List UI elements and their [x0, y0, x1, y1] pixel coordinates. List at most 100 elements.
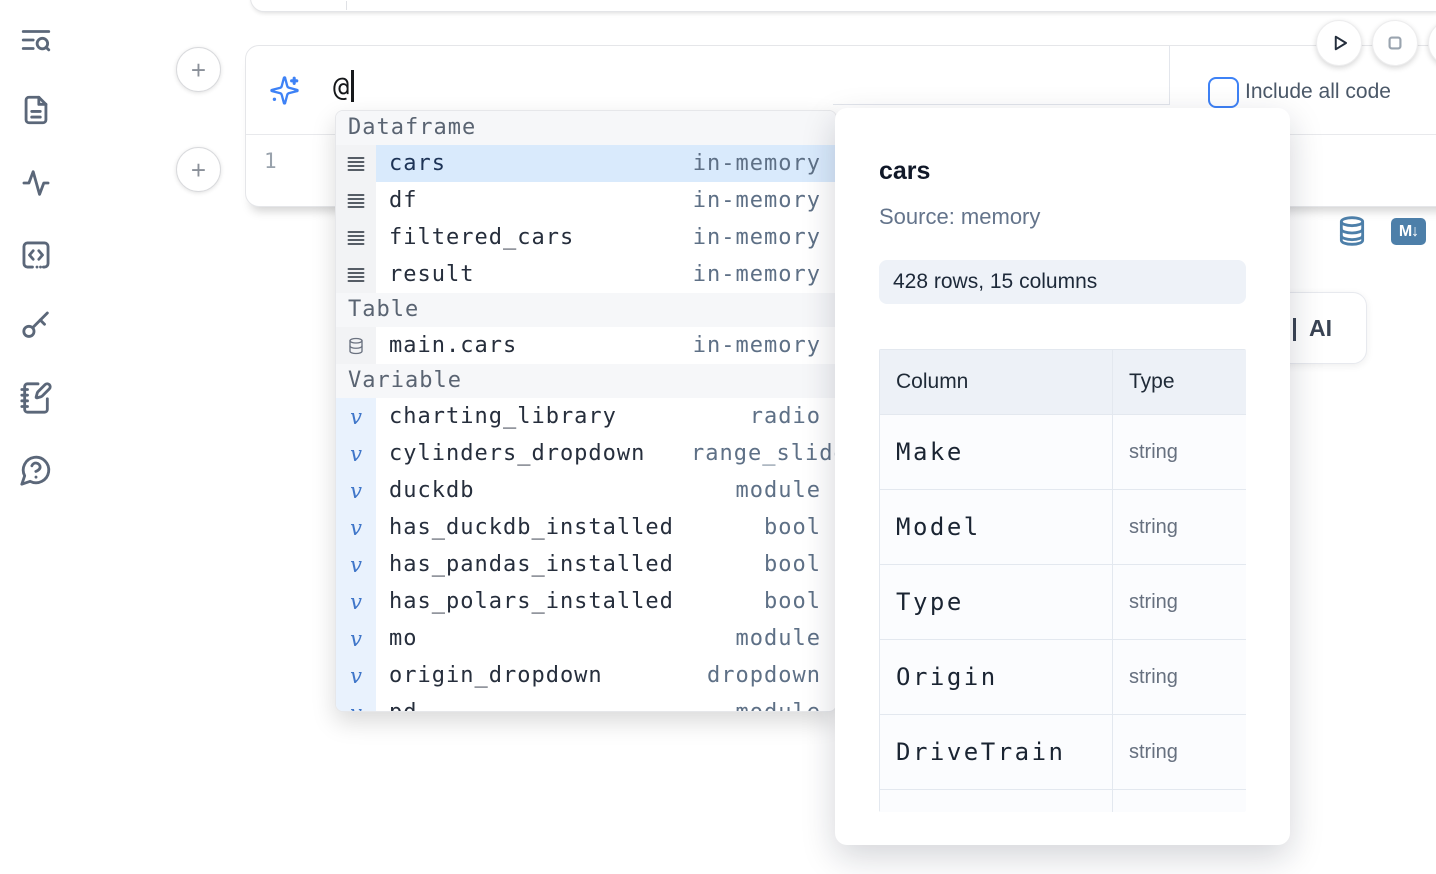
item-type: range_slider — [691, 441, 836, 466]
help-chat-icon — [19, 455, 53, 490]
column-type: string — [1129, 590, 1178, 613]
key-icon — [19, 311, 53, 345]
prompt-text: @ — [333, 72, 351, 103]
line-number: 1 — [264, 149, 277, 173]
sidebar-file-document-button[interactable] — [19, 93, 53, 127]
variable-icon: v — [336, 657, 376, 694]
item-name: cars — [389, 151, 446, 176]
sidebar-notebook-pen-button[interactable] — [19, 381, 53, 415]
ai-prompt-input[interactable]: @ — [333, 70, 354, 103]
item-type: bool — [764, 589, 821, 614]
autocomplete-item[interactable]: df in-memory — [336, 182, 836, 219]
previous-cell-edge — [250, 0, 1436, 12]
code-editor[interactable]: 1 M↓ — [246, 135, 1436, 246]
schema-row — [879, 789, 1246, 812]
stop-cell-button[interactable] — [1372, 20, 1418, 66]
autocomplete-item[interactable]: v duckdb module — [336, 472, 836, 509]
autocomplete-item[interactable]: result in-memory — [336, 256, 836, 293]
item-type: in-memory — [692, 151, 821, 176]
autocomplete-section-header: Table — [336, 293, 836, 327]
variable-icon: v — [350, 404, 362, 429]
autocomplete-section-header: Dataframe — [336, 111, 836, 145]
item-name: pd — [389, 700, 418, 711]
column-type: string — [1129, 740, 1178, 763]
item-name: has_pandas_installed — [389, 552, 674, 577]
schema-row: Make string — [879, 414, 1246, 490]
variable-icon: v — [336, 694, 376, 712]
item-name: main.cars — [389, 333, 518, 358]
file-document-icon — [19, 95, 53, 130]
sidebar-text-search-button[interactable] — [19, 23, 53, 57]
divider — [1169, 46, 1170, 105]
sidebar-key-button[interactable] — [19, 308, 53, 342]
item-name: has_polars_installed — [389, 589, 674, 614]
item-type: module — [735, 478, 821, 503]
variable-icon: v — [336, 509, 376, 546]
include-all-code-checkbox[interactable] — [1208, 77, 1239, 108]
variable-icon: v — [350, 626, 362, 651]
schema-header-cell: Column — [879, 349, 1113, 415]
column-name: Make — [896, 438, 964, 466]
variable-icon: v — [350, 478, 362, 503]
item-name: mo — [389, 626, 418, 651]
autocomplete-item[interactable]: vpdmodule — [336, 694, 836, 712]
play-icon — [1334, 35, 1348, 51]
include-all-code-label: Include all code — [1245, 80, 1391, 103]
database-icon[interactable] — [1336, 214, 1368, 248]
add-cell-above-button[interactable]: + — [176, 47, 221, 92]
shape-badge: 428 rows, 15 columns — [879, 260, 1246, 304]
code-cell-icon — [19, 241, 53, 275]
activity-icon — [19, 170, 53, 203]
autocomplete-section-header: Variable — [336, 364, 836, 398]
variable-icon: v — [350, 515, 362, 540]
item-type: bool — [764, 552, 821, 577]
autocomplete-item[interactable]: v mo module — [336, 620, 836, 657]
column-type: string — [1129, 440, 1178, 463]
autocomplete-item[interactable]: v has_pandas_installed bool — [336, 546, 836, 583]
variable-icon: v — [350, 701, 362, 712]
variable-icon: v — [336, 435, 376, 472]
sidebar-code-cell-button[interactable] — [19, 238, 53, 272]
item-type: in-memory — [692, 188, 821, 213]
variable-icon: v — [336, 546, 376, 583]
item-name: duckdb — [389, 478, 475, 503]
markdown-icon[interactable]: M↓ — [1391, 218, 1426, 245]
item-type: in-memory — [692, 262, 821, 287]
dataframe-icon — [336, 145, 376, 182]
column-type: string — [1129, 515, 1178, 538]
item-name: df — [389, 188, 418, 213]
add-cell-below-button[interactable]: + — [176, 147, 221, 192]
divider — [346, 1, 347, 10]
item-type: module — [735, 626, 821, 651]
sidebar-activity-button[interactable] — [19, 166, 53, 200]
variable-icon: v — [336, 620, 376, 657]
clipped-text-fragment — [1293, 318, 1296, 341]
autocomplete-item[interactable]: cars in-memory — [336, 145, 836, 182]
dataframe-icon — [336, 182, 376, 219]
run-cell-button[interactable] — [1316, 20, 1362, 66]
item-name: result — [389, 262, 475, 287]
item-type: dropdown — [707, 663, 821, 688]
item-type: in-memory — [692, 225, 821, 250]
stop-icon — [1388, 36, 1402, 50]
item-name: charting_library — [389, 404, 617, 429]
preview-source: Source: memory — [879, 204, 1041, 229]
dataframe-icon — [336, 219, 376, 256]
sidebar-help-chat-button[interactable] — [19, 453, 53, 487]
table-icon — [336, 327, 376, 364]
autocomplete-item[interactable]: v charting_library radio — [336, 398, 836, 435]
variable-icon: v — [350, 552, 362, 577]
item-type: radio — [749, 404, 821, 429]
